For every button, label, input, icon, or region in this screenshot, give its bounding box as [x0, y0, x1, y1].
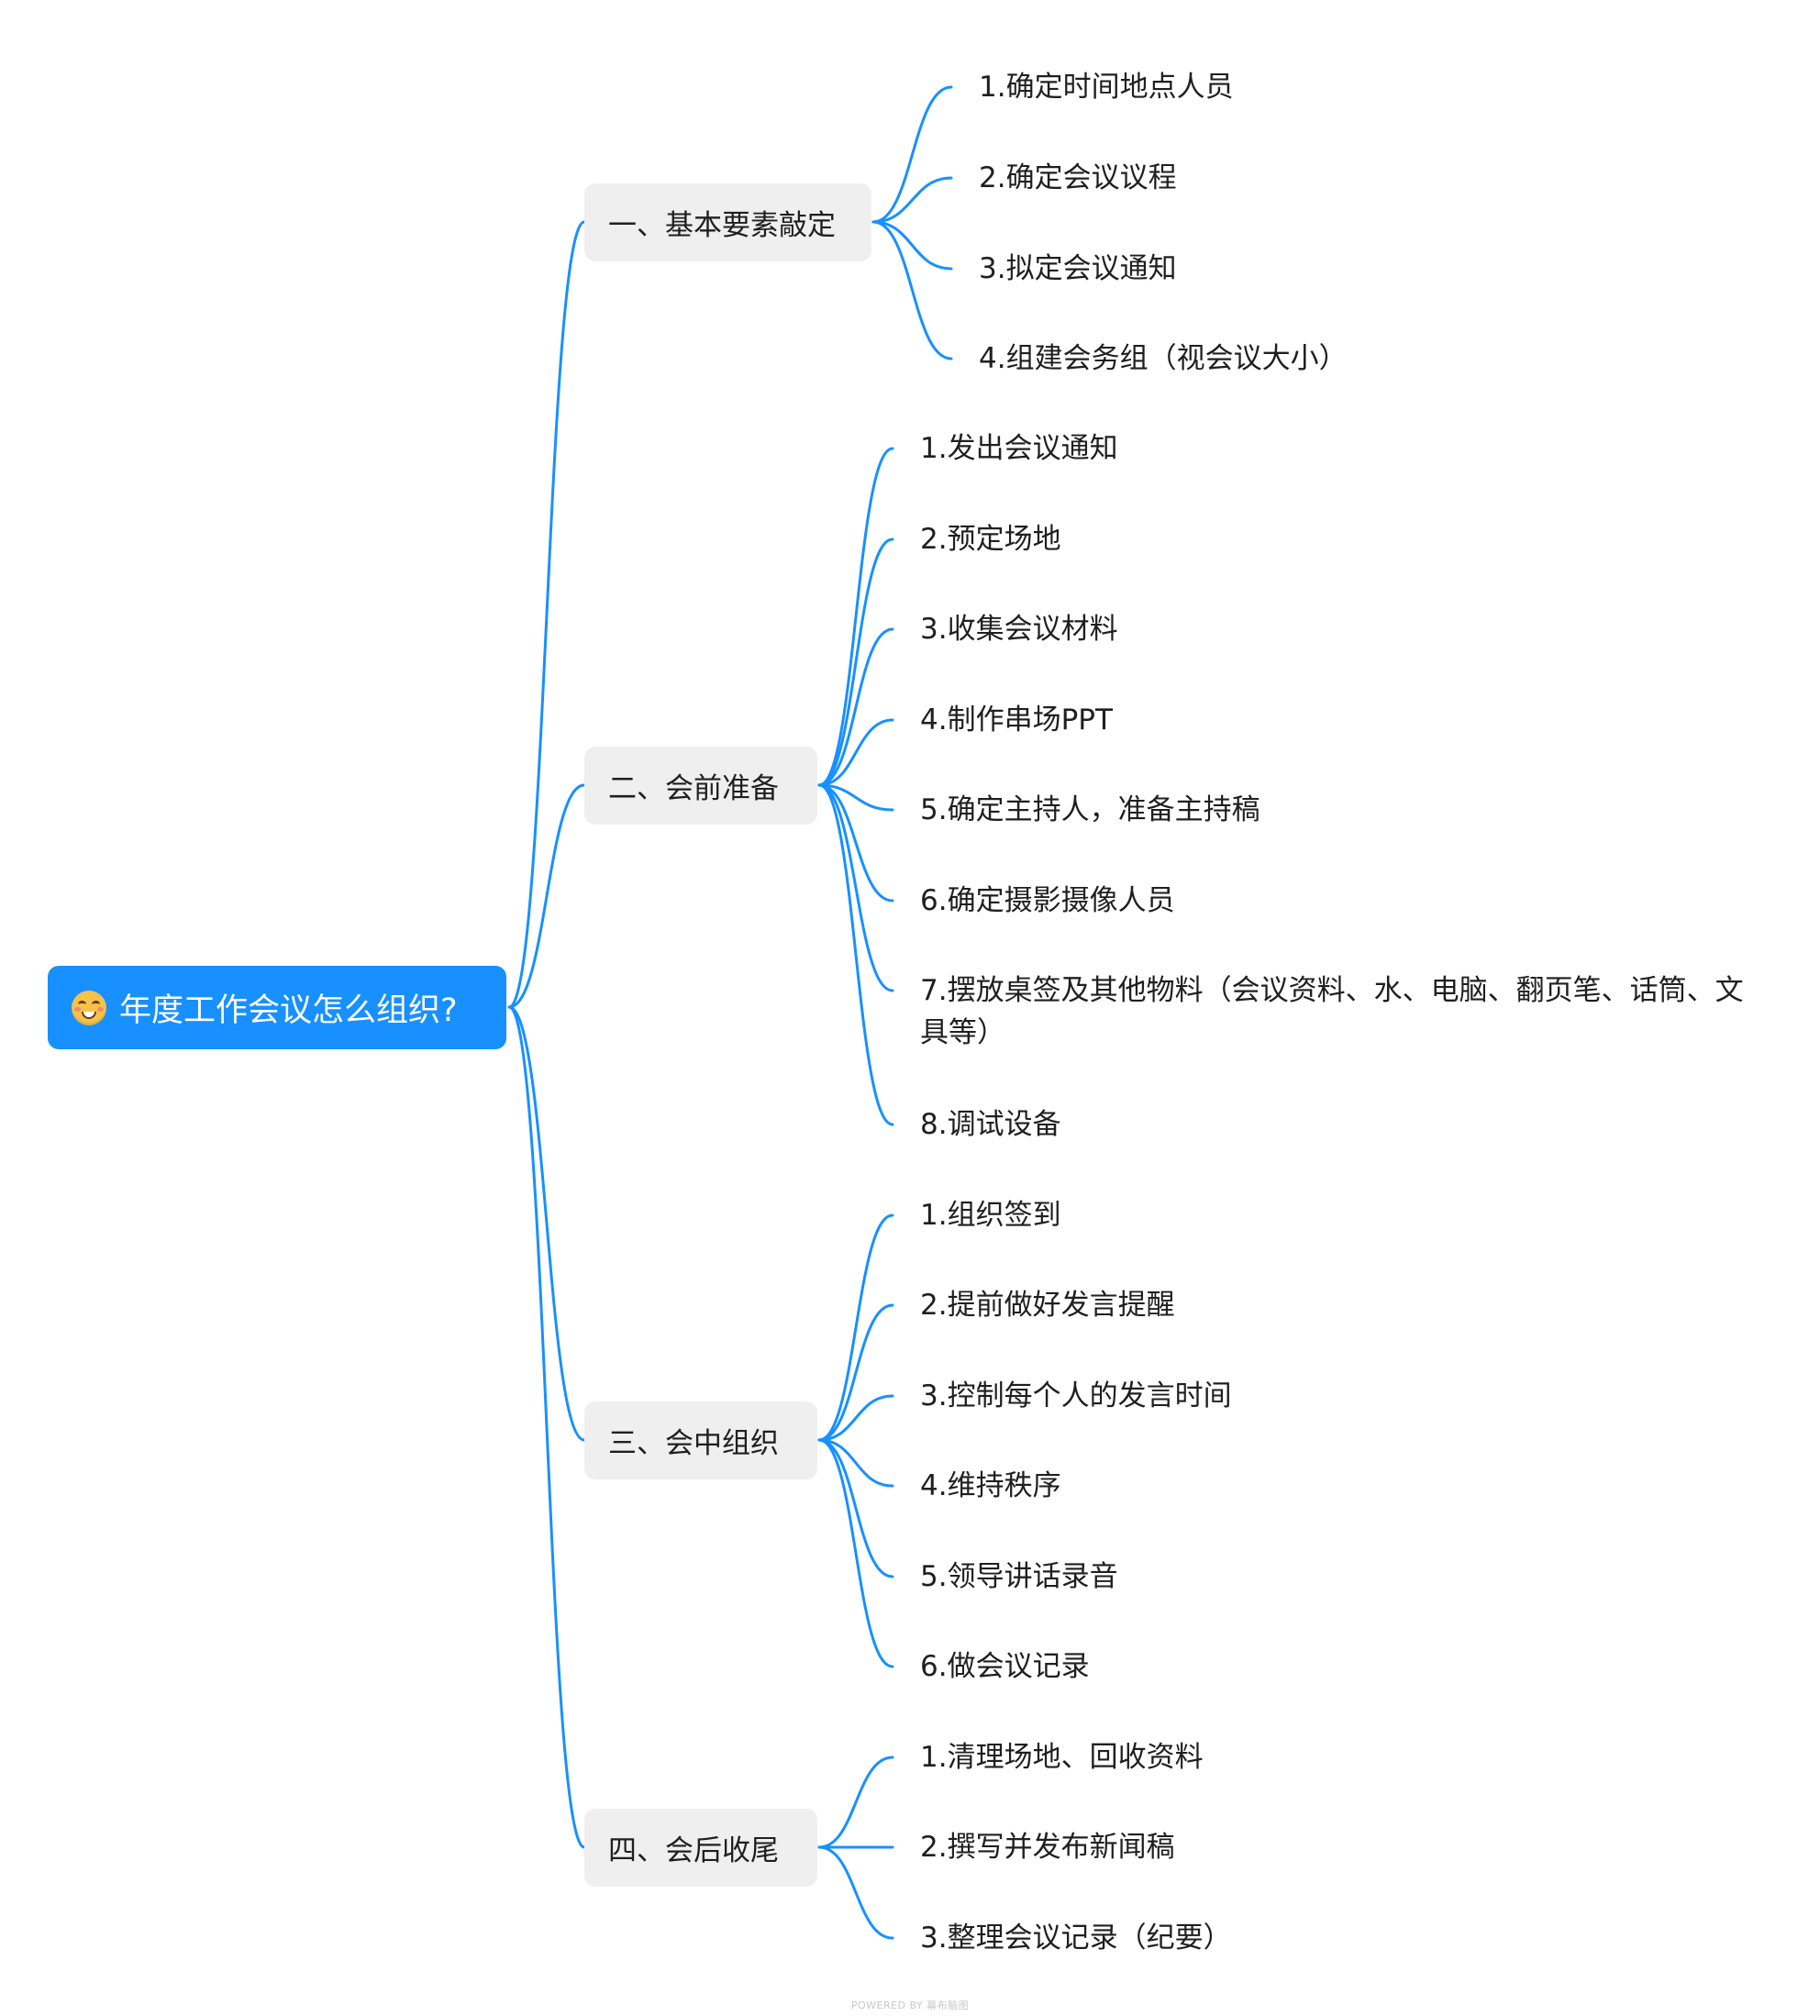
leaf-item[interactable]: 5.确定主持人，准备主持稿 [920, 793, 1260, 826]
branch-to-leaf-connector [817, 537, 894, 787]
leaf-item[interactable]: 3.拟定会议通知 [979, 252, 1177, 285]
branch-to-leaf-connector [817, 783, 894, 992]
branch-to-leaf-connector [817, 783, 894, 812]
branch-to-leaf-connector [871, 220, 953, 360]
branch-to-leaf-connector [817, 1438, 894, 1578]
leaf-item[interactable]: 2.撰写并发布新闻稿 [920, 1831, 1175, 1864]
branch-to-leaf-connector [871, 176, 953, 224]
branch-to-leaf-connector [817, 627, 894, 787]
leaf-item[interactable]: 3.控制每个人的发言时间 [920, 1379, 1232, 1412]
branch-to-leaf-connector [817, 1438, 894, 1668]
root-to-branch-connector [507, 1005, 586, 1442]
leaf-item[interactable]: 4.维持秩序 [920, 1469, 1061, 1502]
branch-to-leaf-connector [817, 1756, 894, 1849]
root-topic-label: 年度工作会议怎么组织? [119, 992, 458, 1029]
footer-watermark: POWERED BY 幕布脑图 [850, 1999, 970, 2011]
leaf-item[interactable]: 2.提前做好发言提醒 [920, 1289, 1175, 1322]
leaf-item[interactable]: 1.清理场地、回收资料 [920, 1741, 1204, 1774]
branch-to-leaf-connector [817, 1303, 894, 1442]
root-to-branch-connector [507, 220, 586, 1009]
branch-during-meeting[interactable]: 三、会中组织 [584, 1401, 817, 1479]
branch-to-leaf-connector [871, 85, 953, 224]
root-to-branch-connector [507, 783, 586, 1009]
branch-to-leaf-connector [871, 220, 953, 271]
leaf-item[interactable]: 1.确定时间地点人员 [979, 71, 1234, 104]
branch-to-leaf-connector [817, 1213, 894, 1442]
branch-to-leaf-connector [817, 1845, 894, 1940]
leaf-item[interactable]: 7.摆放桌签及其他物料（会议资料、水、电脑、翻页笔、话筒、文具等） [920, 974, 1744, 1049]
leaf-item[interactable]: 8.调试设备 [920, 1108, 1061, 1141]
branch-to-leaf-connector [817, 1438, 894, 1488]
branch-to-leaf-connector [817, 1394, 894, 1442]
branch-to-leaf-connector [817, 783, 894, 903]
leaf-item[interactable]: 4.组建会务组（视会议大小） [979, 342, 1348, 375]
branch-pre-meeting[interactable]: 二、会前准备 [584, 747, 817, 825]
branch-post-meeting[interactable]: 四、会后收尾 [584, 1809, 817, 1887]
branch-basic-elements[interactable]: 一、基本要素敲定 [584, 183, 871, 261]
leaf-item[interactable]: 1.发出会议通知 [920, 432, 1118, 465]
leaf-item[interactable]: 6.做会议记录 [920, 1650, 1090, 1683]
leaf-item[interactable]: 2.预定场地 [920, 523, 1061, 556]
leaf-item[interactable]: 5.领导讲话录音 [920, 1560, 1118, 1593]
leaf-item[interactable]: 1.组织签到 [920, 1199, 1061, 1232]
leaf-item[interactable]: 3.整理会议记录（纪要） [920, 1922, 1232, 1955]
root-to-branch-connector [507, 1005, 586, 1849]
branch-to-leaf-connector [817, 447, 894, 787]
root-topic[interactable]: 年度工作会议怎么组织? [48, 966, 506, 1049]
branch-to-leaf-connector [817, 783, 894, 1126]
leaf-item[interactable]: 6.确定摄影摄像人员 [920, 884, 1175, 917]
leaf-item[interactable]: 3.收集会议材料 [920, 613, 1118, 646]
smiling-face-emoji-icon [72, 990, 106, 1025]
branch-to-leaf-connector [817, 718, 894, 787]
leaf-item[interactable]: 4.制作串场PPT [920, 703, 1113, 737]
leaf-item[interactable]: 2.确定会议议程 [979, 161, 1177, 194]
